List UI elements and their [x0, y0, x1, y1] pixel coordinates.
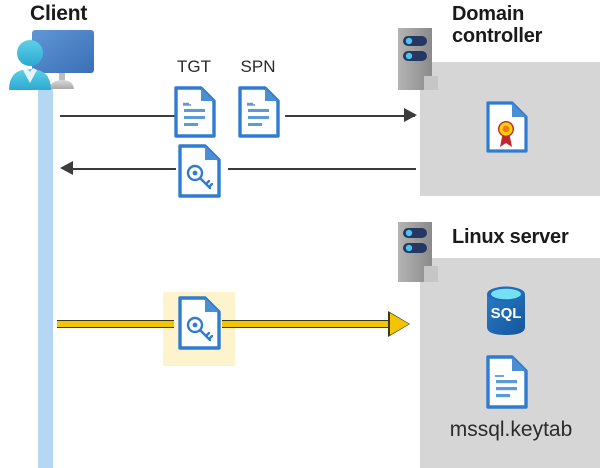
service-ticket-line-right — [222, 320, 392, 328]
domain-controller-title-line2: controller — [452, 25, 543, 48]
response-arrowhead — [60, 161, 73, 175]
keytab-document-icon — [486, 355, 528, 414]
client-lifeline — [38, 84, 53, 468]
request-line-right — [285, 115, 415, 117]
linux-server-title: Linux server — [452, 226, 569, 248]
service-ticket-line-left — [57, 320, 174, 328]
sql-text: SQL — [491, 305, 522, 322]
document-key-icon — [178, 296, 222, 355]
request-arrowhead — [404, 108, 417, 122]
client-title: Client — [30, 2, 88, 25]
certificate-document-icon — [486, 101, 528, 158]
domain-controller-title-line1: Domain — [452, 3, 525, 25]
user-computer-icon — [6, 27, 98, 102]
tgt-label: TGT — [177, 57, 211, 76]
service-ticket-arrowhead — [390, 313, 409, 335]
server-rack-icon — [398, 28, 438, 95]
document-key-icon — [178, 144, 222, 203]
spn-label: SPN — [240, 57, 276, 76]
response-line-right — [228, 168, 416, 170]
request-line-left — [60, 115, 176, 117]
sql-database-icon: SQL — [483, 285, 529, 342]
server-rack-icon — [398, 222, 438, 287]
response-line-left — [72, 168, 176, 170]
domain-controller-title: Domain controller — [452, 3, 592, 48]
document-lines-icon — [174, 86, 216, 143]
keytab-filename-label: mssql.keytab — [449, 418, 573, 441]
document-lines-icon — [238, 86, 280, 143]
